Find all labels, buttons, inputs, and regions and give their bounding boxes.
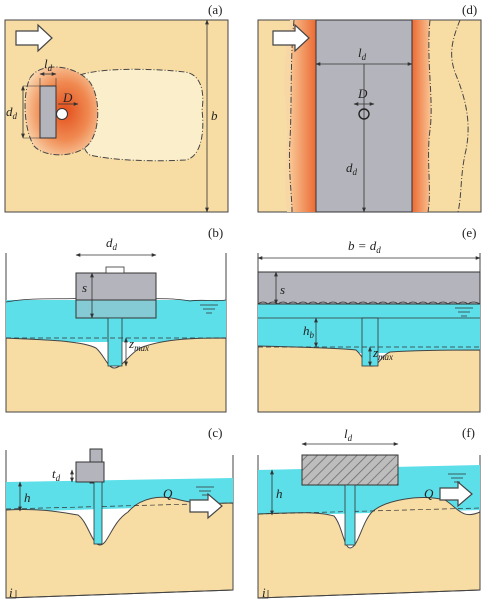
label-s-e: s <box>280 282 285 297</box>
pile-c <box>93 481 103 545</box>
panel-a: (a) ld dd D b <box>4 2 229 213</box>
panel-b: (b) dd s zmax <box>5 225 227 413</box>
label-zmax-b: zmax <box>128 336 149 353</box>
label-h-f: h <box>276 486 283 501</box>
label-s-b: s <box>82 280 87 295</box>
panel-f: (f) ld h Q i <box>257 425 481 600</box>
label-td-c: td <box>52 466 61 483</box>
label-dd-a: dd <box>6 104 18 121</box>
label-D-d: D <box>357 86 368 101</box>
panel-f-letter: (f) <box>462 425 475 440</box>
flow-arrow-icon-c <box>189 492 223 520</box>
bed-f <box>257 497 481 599</box>
structure-e <box>257 271 481 305</box>
panel-d: (d) ld D dd <box>257 2 482 213</box>
label-D-a: D <box>62 90 73 105</box>
label-dd-d: dd <box>346 160 358 177</box>
label-i-c: i <box>9 585 13 600</box>
label-ld-d: ld <box>358 45 367 62</box>
scour-band-left <box>289 20 316 212</box>
pile-b <box>107 317 123 367</box>
label-dd-b: dd <box>106 235 118 252</box>
panel-e-letter: (e) <box>462 225 476 240</box>
label-bdd-e: b = dd <box>348 238 381 255</box>
flow-arrow-icon-f <box>439 480 473 508</box>
label-hb-e: hb <box>303 323 315 340</box>
panel-c-letter: (c) <box>208 425 222 440</box>
label-zmax-e: zmax <box>372 345 393 362</box>
pile-d <box>358 108 370 120</box>
panel-a-letter: (a) <box>208 2 222 17</box>
label-b-a: b <box>211 108 218 123</box>
bed-b <box>5 337 227 413</box>
label-Q-f: Q <box>424 486 434 501</box>
pile-f <box>344 484 356 546</box>
label-ld-f: ld <box>344 426 353 443</box>
label-h-c: h <box>24 490 31 505</box>
scour-hole-light <box>78 68 204 162</box>
flow-arrow-icon <box>15 23 53 53</box>
panel-e: (e) b = dd s hb zmax <box>257 225 481 413</box>
panel-b-letter: (b) <box>208 225 223 240</box>
label-Q-c: Q <box>163 486 173 501</box>
structure-plan-a <box>39 85 57 139</box>
pile-a <box>56 108 68 120</box>
label-i-f: i <box>262 585 266 600</box>
panel-d-letter: (d) <box>462 2 477 17</box>
structure-f <box>301 454 399 486</box>
scour-band-right <box>412 20 432 212</box>
panel-c: (c) td h Q i <box>5 425 234 600</box>
label-ld-a: ld <box>44 56 53 73</box>
flow-arrow-icon-d <box>272 23 310 53</box>
